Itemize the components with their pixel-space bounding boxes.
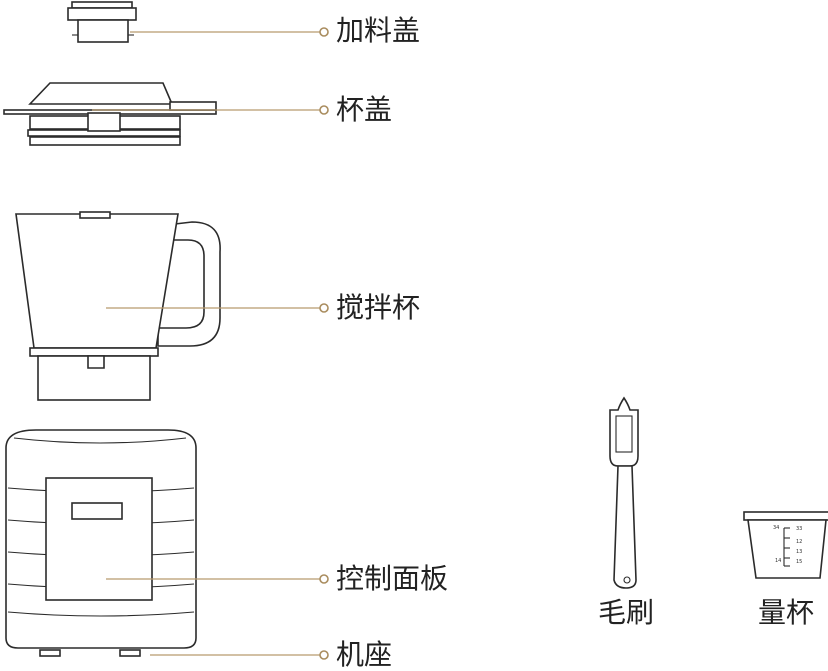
label-jar: 搅拌杯 bbox=[336, 291, 421, 324]
leader-dot-control-panel bbox=[319, 574, 329, 584]
brush-illustration bbox=[609, 396, 639, 589]
scale-right-4: 15 bbox=[796, 559, 802, 565]
blending-jar-illustration bbox=[15, 211, 221, 401]
scale-left-bottom: 14 bbox=[775, 558, 781, 564]
feed-cap-illustration bbox=[67, 1, 137, 43]
scale-right-3: 13 bbox=[796, 549, 802, 555]
leader-lines bbox=[92, 27, 329, 660]
measuring-cup-illustration: 34 14 33 12 13 15 bbox=[743, 511, 828, 579]
label-brush: 毛刷 bbox=[598, 596, 655, 629]
label-measuring-cup: 量杯 bbox=[758, 596, 815, 629]
leader-dot-feed-cap bbox=[319, 27, 329, 37]
scale-left-top: 34 bbox=[773, 525, 779, 531]
lid-illustration bbox=[3, 82, 217, 146]
scale-right-2: 12 bbox=[796, 539, 802, 545]
scale-right-1: 33 bbox=[796, 526, 802, 532]
label-base: 机座 bbox=[336, 638, 393, 671]
label-control-panel: 控制面板 bbox=[336, 562, 449, 595]
label-lid: 杯盖 bbox=[336, 93, 393, 126]
leader-dot-jar bbox=[319, 303, 329, 313]
leader-dot-lid bbox=[319, 105, 329, 115]
leader-dot-base bbox=[319, 650, 329, 660]
base-illustration bbox=[5, 429, 197, 657]
label-feed-cap: 加料盖 bbox=[336, 14, 421, 47]
